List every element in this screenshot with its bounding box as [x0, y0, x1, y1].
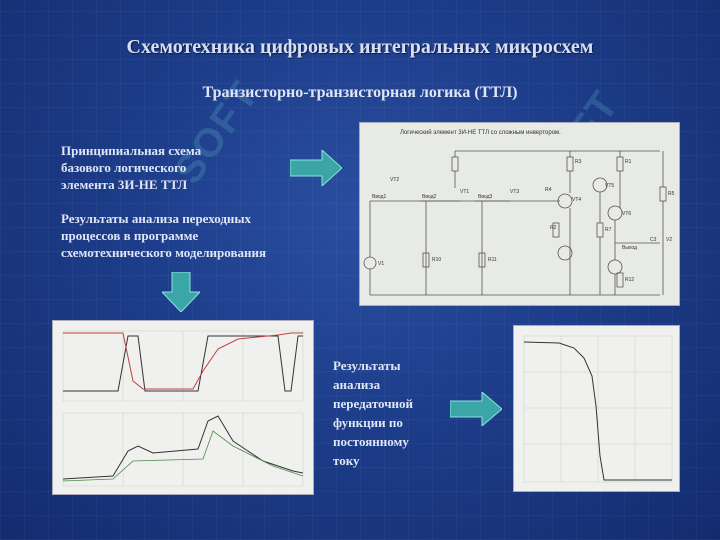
svg-text:VT4: VT4 — [572, 197, 581, 203]
svg-text:V2: V2 — [666, 237, 672, 243]
text-line: базового логического — [61, 160, 187, 175]
text-line: функции по — [333, 415, 403, 430]
transfer-plot-panel — [513, 325, 680, 492]
svg-text:R7: R7 — [605, 227, 612, 233]
transfer-plot — [523, 335, 673, 483]
transfer-description: Результаты анализа передаточной функции … — [333, 356, 413, 470]
slide-subtitle: Транзисторно-транзисторная логика (ТТЛ) — [202, 84, 518, 101]
svg-text:R3: R3 — [575, 159, 582, 165]
svg-text:R5: R5 — [668, 191, 675, 197]
text-line: анализа — [333, 377, 381, 392]
svg-text:V1: V1 — [378, 261, 384, 267]
text-line: Результаты — [333, 358, 401, 373]
text-line: передаточной — [333, 396, 414, 411]
svg-text:Выход: Выход — [622, 245, 637, 251]
svg-text:R4: R4 — [545, 187, 552, 193]
svg-text:VT2: VT2 — [390, 177, 399, 183]
transient-plot — [62, 330, 304, 487]
svg-text:R12: R12 — [625, 277, 634, 283]
svg-text:VT1: VT1 — [460, 189, 469, 195]
arrow-down-icon — [162, 272, 200, 312]
transient-description: Результаты анализа переходных процессов … — [61, 210, 266, 261]
arrow-right-icon — [290, 150, 342, 186]
schematic-diagram: Логический элемент 3И-НЕ ТТЛ со сложным … — [363, 129, 675, 296]
svg-text:VT3: VT3 — [510, 189, 519, 195]
arrow-right-icon — [450, 392, 502, 426]
transient-plot-panel — [52, 320, 314, 495]
svg-text:R1: R1 — [625, 159, 632, 165]
svg-text:VT5: VT5 — [605, 183, 614, 189]
text-line: Принципиальная схема — [61, 143, 202, 158]
svg-text:C3: C3 — [650, 237, 657, 243]
text-line: Результаты анализа переходных — [61, 211, 252, 226]
text-line: току — [333, 453, 360, 468]
slide-title: Схемотехника цифровых интегральных микро… — [126, 36, 594, 58]
svg-text:Ввод1: Ввод1 — [372, 194, 387, 200]
schematic-description: Принципиальная схема базового логическог… — [61, 142, 201, 193]
text-line: процессов в программе — [61, 228, 199, 243]
text-line: постоянному — [333, 434, 409, 449]
svg-text:Ввод3: Ввод3 — [478, 194, 493, 200]
text-line: схемотехнического моделирования — [61, 245, 266, 260]
svg-text:VT6: VT6 — [622, 211, 631, 217]
text-line: элемента 3И-НЕ ТТЛ — [61, 177, 188, 192]
svg-text:R2: R2 — [550, 225, 557, 231]
svg-text:R10: R10 — [432, 257, 441, 263]
schematic-panel: Логический элемент 3И-НЕ ТТЛ со сложным … — [359, 122, 680, 306]
svg-text:R11: R11 — [488, 257, 497, 263]
schematic-caption: Логический элемент 3И-НЕ ТТЛ со сложным … — [400, 129, 561, 136]
svg-text:Ввод2: Ввод2 — [422, 194, 437, 200]
